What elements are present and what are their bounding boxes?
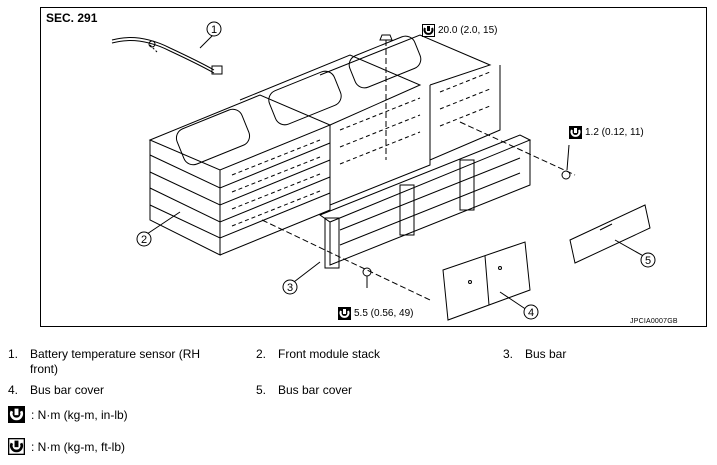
svg-text:2: 2 [141, 234, 147, 246]
callout-3: 3 [282, 279, 298, 295]
svg-text:5: 5 [645, 255, 651, 267]
unit-row-inlb: : N·m (kg-m, in-lb) [8, 406, 128, 423]
svg-text:3: 3 [287, 282, 293, 294]
unit-text-ftlb: : N·m (kg-m, ft-lb) [31, 439, 125, 454]
bus-bar-cover-5 [569, 204, 651, 264]
callout-5: 5 [640, 252, 656, 268]
legend-item-1: 1.Battery temperature sensor (RH front) [8, 347, 201, 376]
torque-label-right: 1.2 (0.12, 11) [569, 126, 644, 139]
callouts: 1 2 3 4 5 [136, 21, 656, 320]
legend-item-3: 3.Bus bar [503, 347, 567, 361]
callout-2: 2 [136, 231, 152, 247]
section-label: SEC. 291 [46, 11, 98, 25]
bottom-bolt [362, 267, 372, 288]
svg-text:1: 1 [211, 24, 217, 36]
torque-label-top: 20.0 (2.0, 15) [422, 24, 497, 37]
right-bolt [561, 170, 571, 180]
callout-1: 1 [206, 21, 222, 37]
torque-wrench-inlb-icon [338, 307, 351, 320]
legend-item-4: 4.Bus bar cover [8, 383, 105, 397]
torque-value-bottom: 5.5 (0.56, 49) [354, 308, 414, 319]
torque-wrench-inlb-icon [8, 406, 25, 423]
svg-text:4: 4 [528, 307, 534, 319]
callout-4: 4 [523, 304, 539, 320]
torque-wrench-inlb-icon [569, 126, 582, 139]
torque-wrench-ftlb-icon [8, 438, 25, 455]
legend-item-5: 5.Bus bar cover [256, 383, 353, 397]
unit-row-ftlb: : N·m (kg-m, ft-lb) [8, 438, 125, 455]
torque-value-right: 1.2 (0.12, 11) [585, 127, 644, 138]
unit-text-inlb: : N·m (kg-m, in-lb) [31, 407, 128, 422]
torque-label-bottom: 5.5 (0.56, 49) [338, 307, 413, 320]
legend-item-2: 2.Front module stack [256, 347, 381, 361]
top-bolt [379, 34, 393, 160]
diagram-frame [40, 7, 707, 327]
temperature-sensor-harness [111, 37, 223, 75]
bus-bar [261, 121, 576, 301]
torque-value-top: 20.0 (2.0, 15) [438, 25, 498, 36]
bus-bar-cover-4 [442, 241, 531, 321]
torque-wrench-ftlb-icon [422, 24, 435, 37]
front-module-stack [148, 34, 501, 256]
figure-code: JPCIA0007GB [630, 318, 678, 325]
